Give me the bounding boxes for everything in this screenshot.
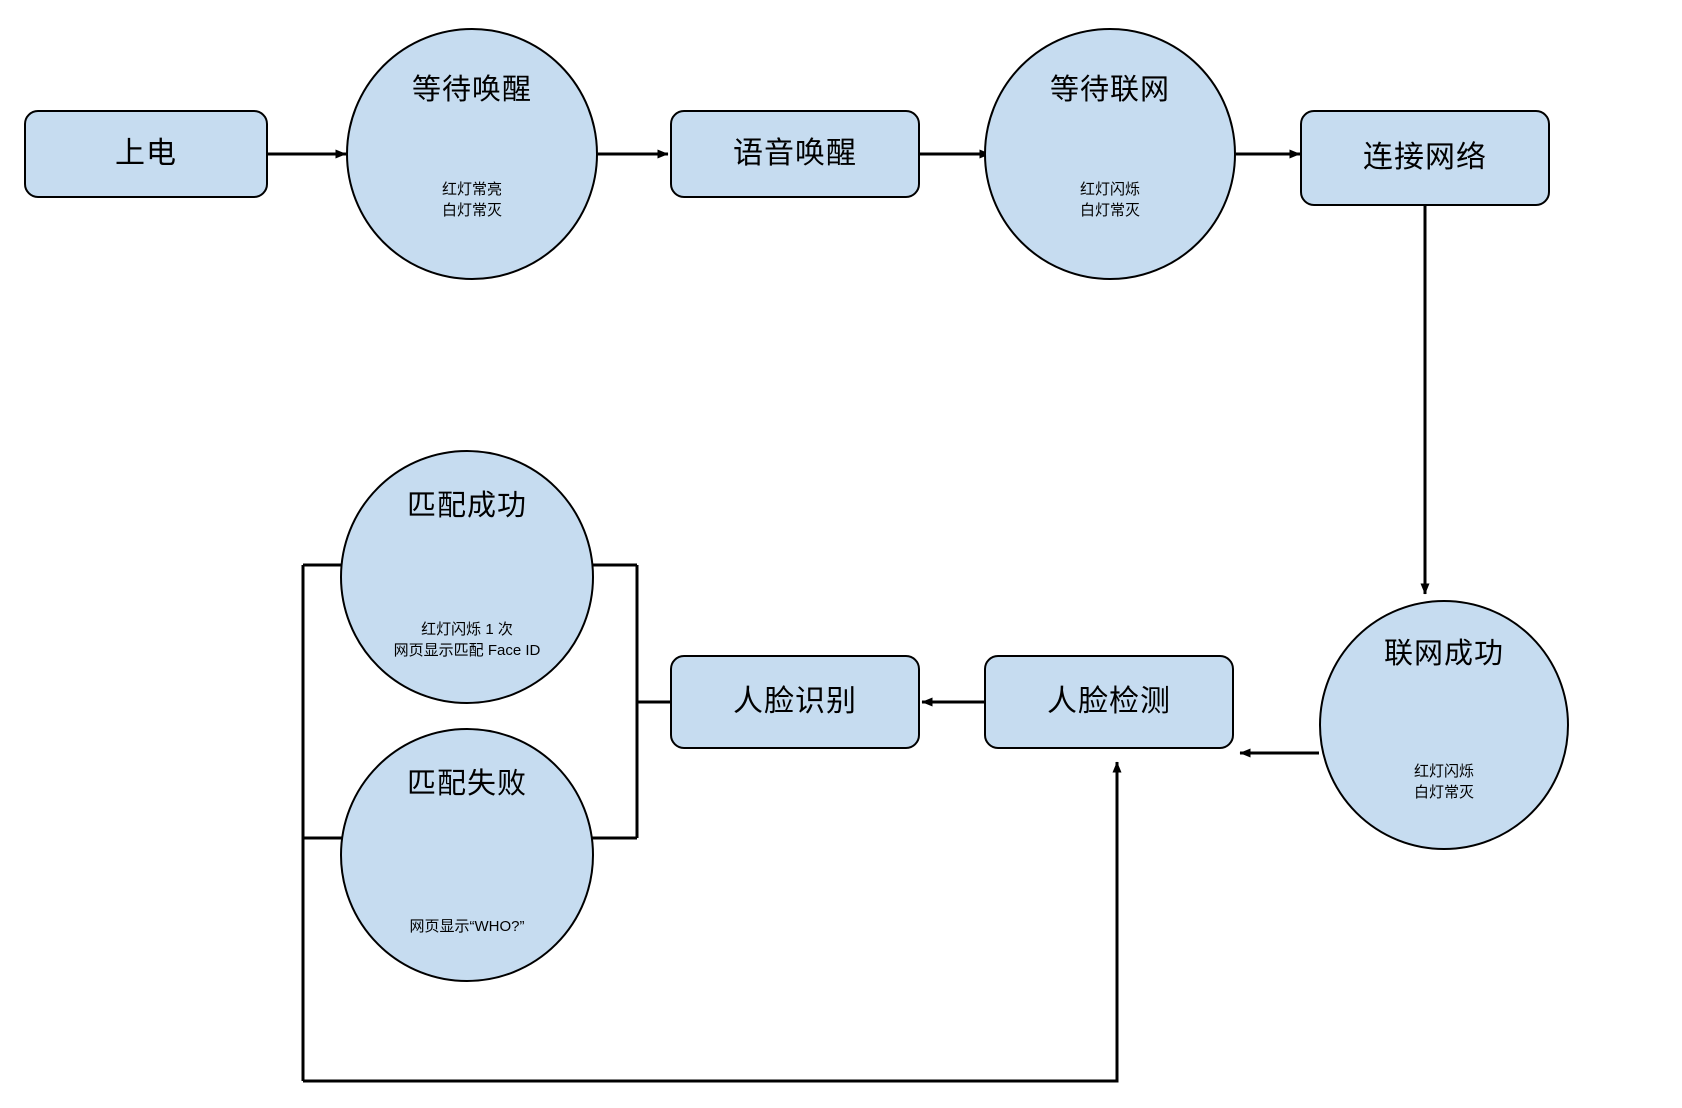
node-voice-wakeup-title: 语音唤醒 bbox=[733, 136, 857, 170]
node-wait-network-title: 等待联网 bbox=[1049, 74, 1170, 106]
node-power-on-title: 上电 bbox=[115, 136, 177, 170]
node-match-fail-sub-1: 网页显示“WHO?” bbox=[409, 918, 525, 936]
node-voice-wakeup[interactable]: 语音唤醒 bbox=[670, 110, 920, 198]
node-face-detect-title: 人脸检测 bbox=[1047, 684, 1171, 718]
node-face-recognize[interactable]: 人脸识别 bbox=[670, 655, 920, 749]
node-match-success-sub-1: 红灯闪烁 1 次 bbox=[421, 620, 513, 638]
node-wait-wakeup-sub-2: 白灯常灭 bbox=[441, 202, 502, 220]
node-connect-network[interactable]: 连接网络 bbox=[1300, 110, 1550, 206]
node-face-detect[interactable]: 人脸检测 bbox=[984, 655, 1234, 749]
node-face-recognize-title: 人脸识别 bbox=[733, 684, 857, 718]
node-match-success-sub-2: 网页显示匹配 Face ID bbox=[393, 642, 541, 660]
node-wait-network-sub-1: 红灯闪烁 bbox=[1079, 180, 1140, 198]
node-match-success[interactable]: 匹配成功 红灯闪烁 1 次 网页显示匹配 Face ID bbox=[340, 450, 594, 704]
node-network-success-sub-2: 白灯常灭 bbox=[1413, 784, 1474, 802]
node-wait-wakeup[interactable]: 等待唤醒 红灯常亮 白灯常灭 bbox=[346, 28, 598, 280]
node-wait-network[interactable]: 等待联网 红灯闪烁 白灯常灭 bbox=[984, 28, 1236, 280]
node-match-fail-title: 匹配失败 bbox=[406, 768, 527, 800]
node-wait-network-sub-2: 白灯常灭 bbox=[1079, 202, 1140, 220]
node-network-success-title: 联网成功 bbox=[1383, 638, 1504, 670]
node-match-fail[interactable]: 匹配失败 网页显示“WHO?” bbox=[340, 728, 594, 982]
node-wait-wakeup-title: 等待唤醒 bbox=[411, 74, 532, 106]
node-connect-network-title: 连接网络 bbox=[1363, 140, 1487, 174]
node-network-success[interactable]: 联网成功 红灯闪烁 白灯常灭 bbox=[1319, 600, 1569, 850]
node-match-success-title: 匹配成功 bbox=[406, 490, 527, 522]
node-power-on[interactable]: 上电 bbox=[24, 110, 268, 198]
node-network-success-sub-1: 红灯闪烁 bbox=[1413, 762, 1474, 780]
node-wait-wakeup-sub-1: 红灯常亮 bbox=[441, 180, 502, 198]
